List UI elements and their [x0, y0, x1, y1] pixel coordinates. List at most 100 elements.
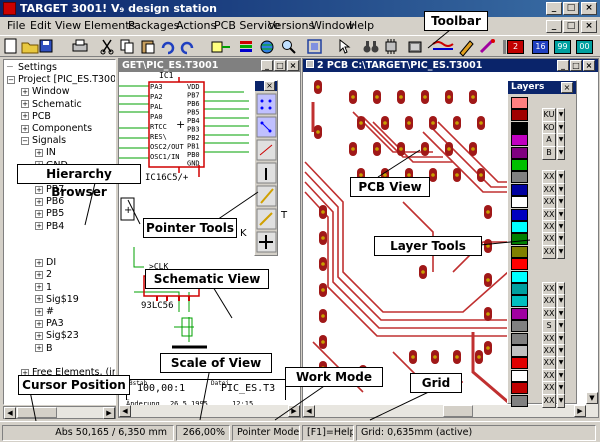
binoculars-icon[interactable]	[363, 41, 379, 53]
expand-icon[interactable]: +	[35, 319, 43, 328]
layer-color-swatch[interactable]	[511, 320, 528, 333]
expand-icon[interactable]: +	[35, 295, 43, 304]
close-button[interactable]: ×	[581, 2, 597, 15]
layer-color-swatch[interactable]	[511, 345, 528, 357]
layer-toggle-button[interactable]: XX	[542, 244, 556, 259]
undo-icon[interactable]	[161, 41, 175, 55]
layer-color-swatch[interactable]	[511, 270, 528, 283]
expand-icon[interactable]: +	[35, 283, 43, 292]
ic-body[interactable]	[148, 81, 205, 168]
pcb-maximize-button[interactable]: □	[570, 60, 582, 71]
layer-color-swatch[interactable]	[511, 171, 528, 184]
tree-hscrollbar[interactable]: ◀ ▶	[3, 406, 116, 419]
collapse-icon[interactable]: −	[7, 75, 15, 84]
minimize-button[interactable]: _	[546, 2, 562, 15]
layer-color-swatch[interactable]	[511, 258, 528, 271]
menu-help[interactable]: Help	[349, 19, 375, 32]
tree-item[interactable]: +DI	[35, 257, 56, 268]
paste-icon[interactable]	[141, 40, 155, 54]
draw-tool-icon[interactable]	[256, 162, 277, 184]
layer-color-swatch[interactable]	[511, 221, 528, 233]
open-folder-icon[interactable]	[21, 42, 39, 54]
expand-icon[interactable]: +	[21, 87, 29, 96]
expand-icon[interactable]: +	[35, 307, 43, 316]
layer-color-swatch[interactable]	[511, 357, 528, 370]
tree-item[interactable]: +PCB	[21, 111, 51, 122]
schematic-maximize-button[interactable]: □	[274, 60, 286, 71]
tree-item[interactable]: +PB7	[35, 184, 64, 195]
tree-item[interactable]: +1	[35, 282, 52, 293]
tree-item[interactable]: +#	[35, 306, 54, 317]
crosshair-tool-icon[interactable]	[256, 231, 277, 253]
layer-dropdown-arrow-icon[interactable]: ▼	[557, 145, 565, 160]
layer-color-swatch[interactable]	[511, 283, 528, 295]
expand-icon[interactable]: +	[35, 209, 43, 218]
layer-color-swatch[interactable]	[511, 134, 528, 147]
layer-color-swatch[interactable]	[511, 159, 528, 171]
tree-item[interactable]: +PB4	[35, 221, 64, 232]
doc-restore-button[interactable]: □	[563, 20, 579, 33]
wire-icon[interactable]	[432, 41, 454, 50]
pcb-scroll-left[interactable]: ◀	[303, 405, 315, 417]
menu-versions[interactable]: Versions	[268, 19, 315, 32]
layer-count-badge[interactable]: 16	[532, 40, 549, 54]
layer-toggle-button[interactable]: B	[542, 145, 556, 160]
layer-toggle-button[interactable]: XX	[542, 207, 556, 222]
layer-color-swatch[interactable]	[511, 245, 528, 258]
new-file-icon[interactable]	[4, 38, 17, 54]
pcb-scroll-right[interactable]: ▶	[574, 405, 586, 417]
layer-color-swatch[interactable]	[511, 146, 528, 159]
pcb-canvas[interactable]	[303, 72, 508, 405]
layer-color-swatch[interactable]	[511, 97, 528, 109]
schematic-close-button[interactable]: ×	[287, 60, 299, 71]
menu-packages[interactable]: Packages	[128, 19, 180, 32]
schematic-minimize-button[interactable]: _	[261, 60, 273, 71]
expand-icon[interactable]: +	[21, 100, 29, 109]
layer-color-swatch[interactable]	[511, 307, 528, 320]
tree-item[interactable]: +PA3	[35, 318, 64, 329]
expand-icon[interactable]: +	[35, 270, 43, 279]
layer-color-swatch[interactable]	[511, 295, 528, 308]
expand-icon[interactable]: +	[35, 185, 43, 194]
pcb-hscrollbar[interactable]: ◀ ▶	[303, 405, 598, 417]
cut-icon[interactable]	[100, 39, 114, 55]
tree-item[interactable]: +B	[35, 343, 53, 354]
expand-icon[interactable]: +	[21, 124, 29, 133]
zoom-icon[interactable]	[282, 40, 296, 54]
layer-color-swatch[interactable]	[511, 382, 528, 395]
zoom-fit-icon[interactable]	[307, 39, 322, 54]
tree-item[interactable]: +IN	[35, 147, 56, 158]
group-select-icon[interactable]	[256, 116, 277, 138]
layer-color-swatch[interactable]	[511, 109, 528, 122]
expand-icon[interactable]: +	[35, 258, 43, 267]
capacitor-part[interactable]	[181, 317, 193, 337]
value-badge-1[interactable]: 99	[554, 40, 571, 54]
globe-icon[interactable]	[260, 40, 274, 54]
tree-item[interactable]: −Signals	[21, 135, 66, 146]
schematic-scroll-left[interactable]: ◀	[119, 405, 131, 417]
layer-toggle-button[interactable]: KU	[542, 108, 556, 123]
pcb-close-button[interactable]: ×	[583, 60, 595, 71]
layer-color-swatch[interactable]	[511, 183, 528, 196]
maximize-button[interactable]: □	[563, 2, 579, 15]
save-icon[interactable]	[39, 39, 53, 53]
pcb-scroll-down[interactable]: ▼	[586, 392, 598, 404]
scroll-right-button[interactable]: ▶	[103, 407, 115, 419]
tree-item[interactable]: ─Settings	[7, 62, 57, 73]
tree-item[interactable]: +Window	[21, 86, 69, 97]
resistor-part[interactable]	[120, 197, 135, 221]
tree-item[interactable]: −Project [PIC_ES.T3001]	[7, 74, 115, 85]
menu-pcb-service[interactable]: PCB Service	[214, 19, 281, 32]
menu-actions[interactable]: Actions	[176, 19, 217, 32]
print-icon[interactable]	[72, 39, 88, 52]
pen-icon[interactable]	[459, 40, 474, 57]
layer-color-swatch[interactable]	[511, 233, 528, 246]
layer-switch-icon[interactable]	[211, 41, 230, 53]
wire-tool-icon[interactable]	[256, 139, 277, 161]
layer-color-swatch[interactable]	[511, 369, 528, 382]
layer-color-swatch[interactable]	[511, 121, 528, 134]
menu-edit[interactable]: Edit	[30, 19, 52, 32]
collapse-icon[interactable]: −	[21, 136, 29, 145]
expand-icon[interactable]: +	[35, 148, 43, 157]
menu-window[interactable]: Window	[311, 19, 355, 32]
